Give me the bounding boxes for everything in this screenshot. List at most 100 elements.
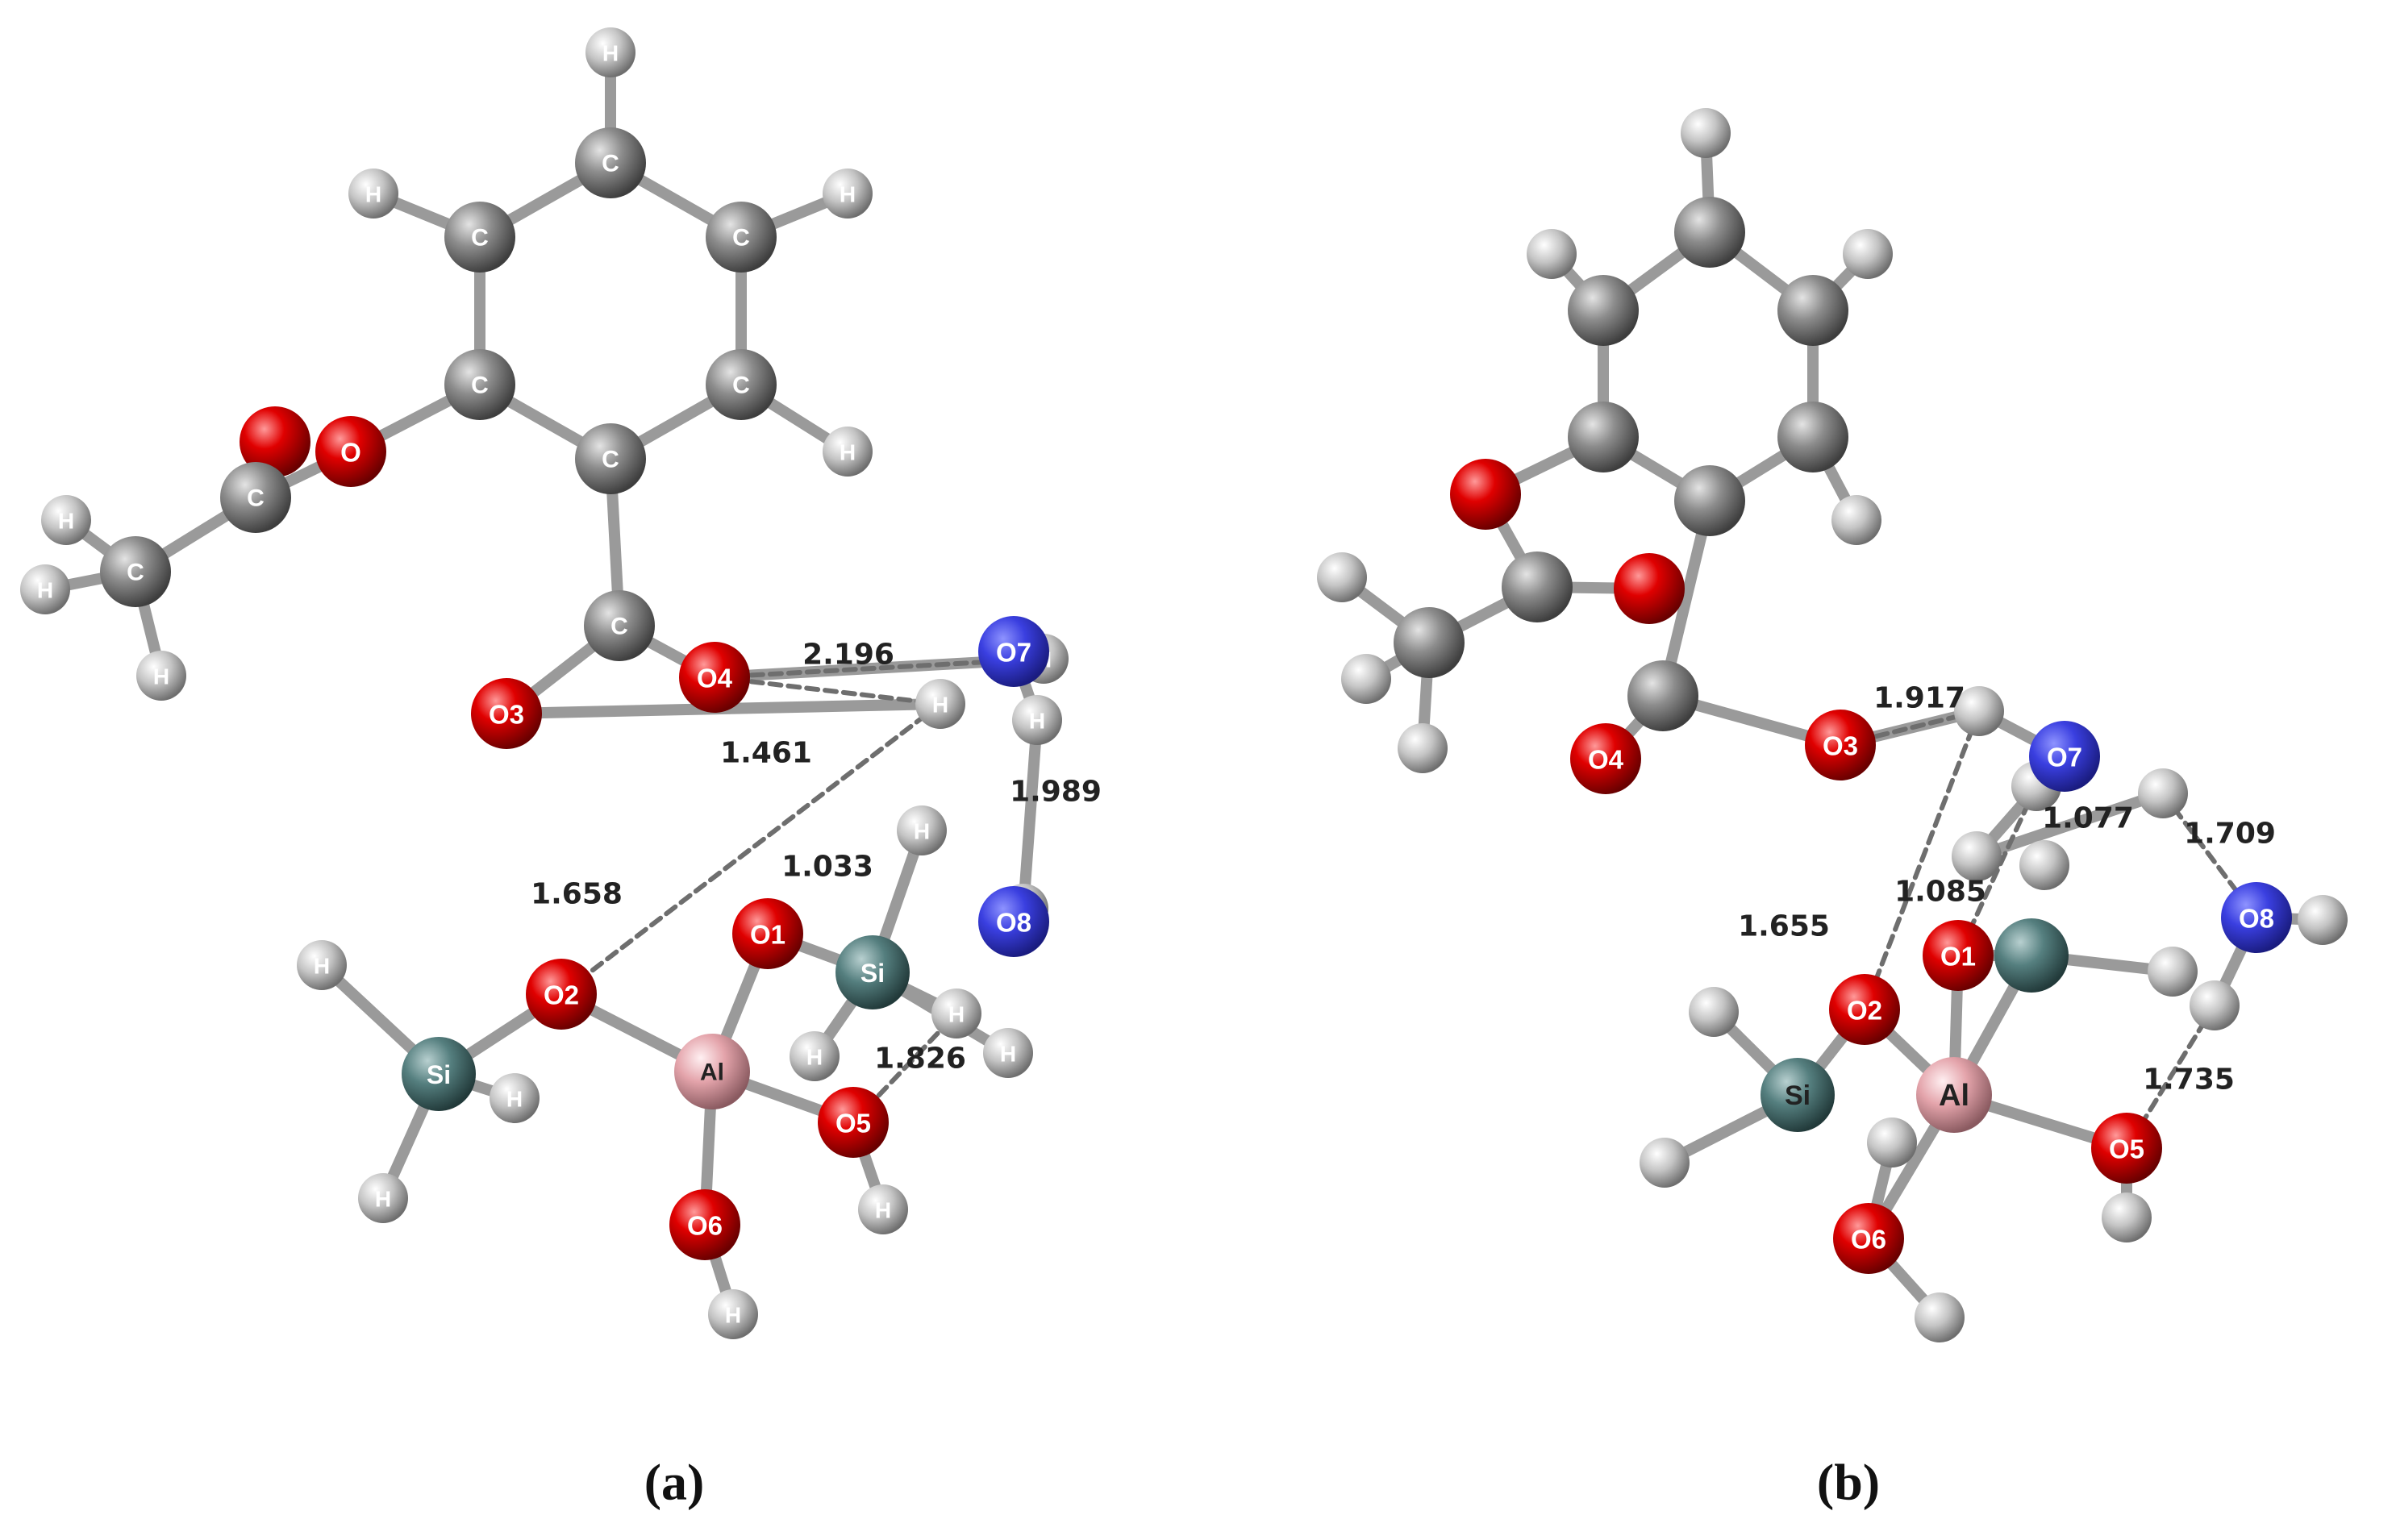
atom-label: O4 <box>697 664 733 693</box>
oxygen-atom: O2 <box>526 959 597 1030</box>
atom-label: O2 <box>544 980 579 1010</box>
hydrogen-atom <box>1681 108 1731 158</box>
atom-label: O6 <box>687 1211 723 1241</box>
distance-label: 1.989 <box>1010 776 1102 809</box>
hydrogen-atom: H <box>358 1173 408 1223</box>
atom-label: C <box>732 225 750 252</box>
hydrogen-atom: H <box>1012 695 1062 745</box>
hydrogen-atom: H <box>20 564 70 614</box>
hydrogen-atom <box>1843 229 1893 279</box>
atom-label: H <box>840 182 856 207</box>
atom-label: C <box>602 151 619 177</box>
carbon-atom: C <box>444 202 515 273</box>
oxygen-atom <box>240 406 310 477</box>
atom-label: O3 <box>489 700 524 730</box>
atom-label: H <box>806 1045 823 1070</box>
oxygen-atom <box>1614 553 1685 624</box>
hydrogen-bond <box>559 701 943 997</box>
atom-label: H <box>840 440 856 465</box>
carbon-atom <box>1627 660 1698 731</box>
hydrogen-atom <box>2298 895 2348 945</box>
carbon-atom <box>1502 551 1573 622</box>
atom-label: H <box>37 578 53 603</box>
atom-label: H <box>602 41 619 66</box>
hydrogen-atom <box>1398 723 1448 773</box>
atom-label: C <box>610 614 628 640</box>
atom-label: O4 <box>1588 745 1624 775</box>
oxygen-atom: O4 <box>679 642 750 713</box>
hydrogen-atom: H <box>823 427 873 477</box>
carbon-atom: C <box>584 590 655 661</box>
hydrogen-atom: H <box>823 169 873 219</box>
distance-label: 1.709 <box>2184 818 2276 851</box>
atom-label: O7 <box>996 638 1031 668</box>
atom-label: Al <box>700 1059 724 1086</box>
panel-a-bonds <box>40 47 1049 1320</box>
hydrogen-atom <box>1915 1292 1965 1342</box>
distance-label: 1.655 <box>1738 910 1830 943</box>
distance-label: 1.461 <box>720 737 812 770</box>
carbon-atom <box>1674 465 1745 536</box>
hydrogen-atom <box>1317 552 1367 602</box>
distance-label: 1.033 <box>781 851 873 884</box>
distance-label: 1.658 <box>531 878 623 911</box>
hydrogen-atom: H <box>348 169 398 219</box>
oxygen-atom <box>1450 459 1521 530</box>
atom-label: H <box>914 819 930 844</box>
distance-label: 1.735 <box>2143 1063 2235 1097</box>
atom-label: C <box>602 447 619 473</box>
hydrogen-atom <box>2190 980 2240 1030</box>
hydrogen-atom: H <box>983 1028 1033 1078</box>
hydrogen-atom: H <box>136 651 186 701</box>
hydrogen-atom <box>2102 1192 2152 1242</box>
carbon-atom <box>1568 275 1639 346</box>
hydrogen-atom: H <box>297 940 347 990</box>
panel-a-caption: (a) <box>644 1454 705 1511</box>
silicon-atom: Si <box>1761 1058 1835 1132</box>
distance-label: 1.826 <box>874 1043 966 1076</box>
hydrogen-bond <box>712 675 943 706</box>
atom-label: C <box>247 485 265 512</box>
atom-label: C <box>471 225 489 252</box>
carbon-atom: C <box>100 536 171 607</box>
atom-label: H <box>1029 709 1045 734</box>
carbon-atom: C <box>444 349 515 420</box>
atom-label: H <box>1000 1042 1016 1067</box>
atom-label: C <box>127 560 144 586</box>
hydrogen-atom <box>1867 1118 1917 1167</box>
atom-label: Si <box>427 1060 451 1089</box>
oxygen-atom: O2 <box>1829 974 1900 1045</box>
carbon-atom: C <box>220 462 291 533</box>
oxygen-atom: O5 <box>818 1087 889 1158</box>
hydrogen-atom: H <box>490 1073 540 1123</box>
atom-label: O5 <box>2109 1134 2144 1164</box>
silicon-atom: Si <box>835 935 910 1009</box>
hydrogen-atom: H <box>915 679 965 729</box>
hydrogen-atom <box>1689 987 1739 1037</box>
hydrogen-atom <box>1954 686 2004 736</box>
distance-label: 2.196 <box>802 639 894 672</box>
atom-label: Si <box>860 959 885 988</box>
oxygen-atom: O3 <box>471 678 542 749</box>
atom-label: O1 <box>1940 942 1976 972</box>
silicon-atom <box>1994 918 2069 993</box>
hydrogen-atom <box>1527 229 1577 279</box>
oxygen-atom: O1 <box>732 898 803 969</box>
atom-label: O8 <box>2239 904 2274 934</box>
atom-label: H <box>506 1087 523 1112</box>
water-oxygen-atom: O7 <box>978 616 1049 687</box>
atom-label: C <box>732 373 750 399</box>
hydrogen-atom <box>1952 831 2002 881</box>
hydrogen-atom <box>1831 495 1881 545</box>
hydrogen-atom: H <box>858 1184 908 1234</box>
hydrogen-atom: H <box>897 805 947 855</box>
atom-label: H <box>875 1198 891 1223</box>
carbon-atom: C <box>575 127 646 198</box>
carbon-atom <box>1777 275 1848 346</box>
carbon-atom <box>1674 197 1745 268</box>
atom-label: O6 <box>1851 1225 1886 1255</box>
